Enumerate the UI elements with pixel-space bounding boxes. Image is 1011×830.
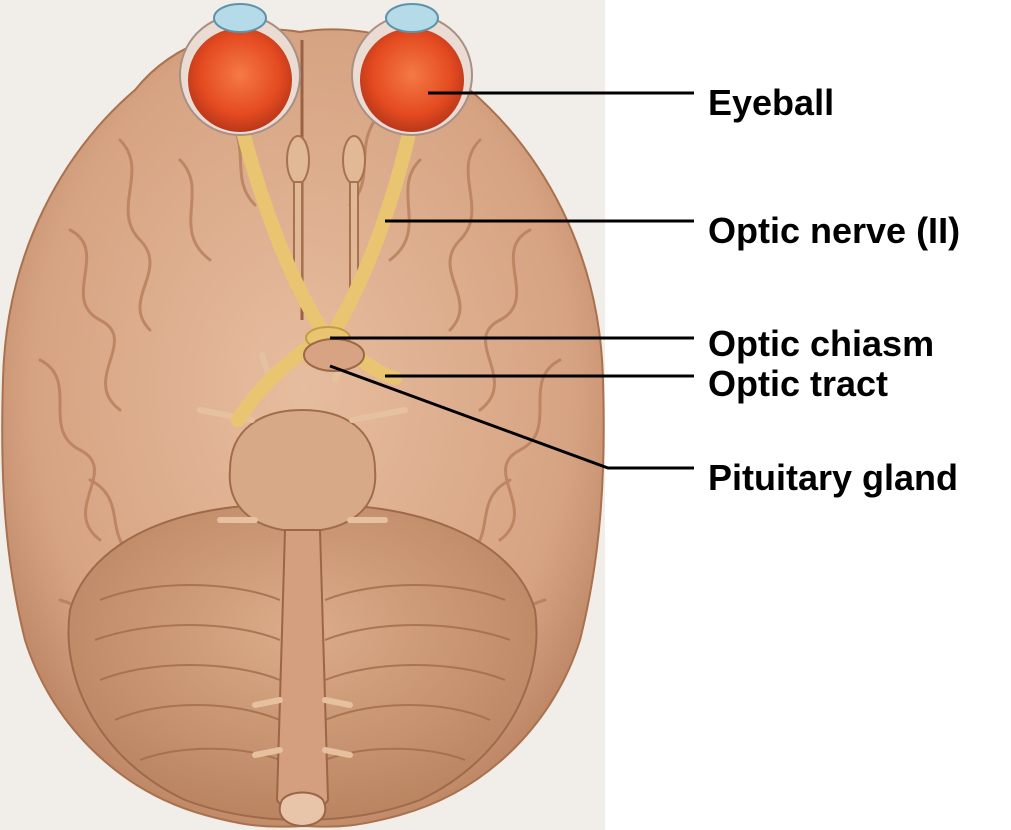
label-optic-nerve: Optic nerve (II): [708, 211, 960, 251]
brainstem: [277, 530, 328, 811]
label-optic-tract: Optic tract: [708, 364, 888, 404]
label-pituitary-gland: Pituitary gland: [708, 458, 958, 498]
label-optic-chiasm: Optic chiasm: [708, 324, 934, 364]
pons: [230, 410, 376, 532]
label-eyeball: Eyeball: [708, 83, 834, 123]
spinal-cord-section: [280, 793, 326, 827]
